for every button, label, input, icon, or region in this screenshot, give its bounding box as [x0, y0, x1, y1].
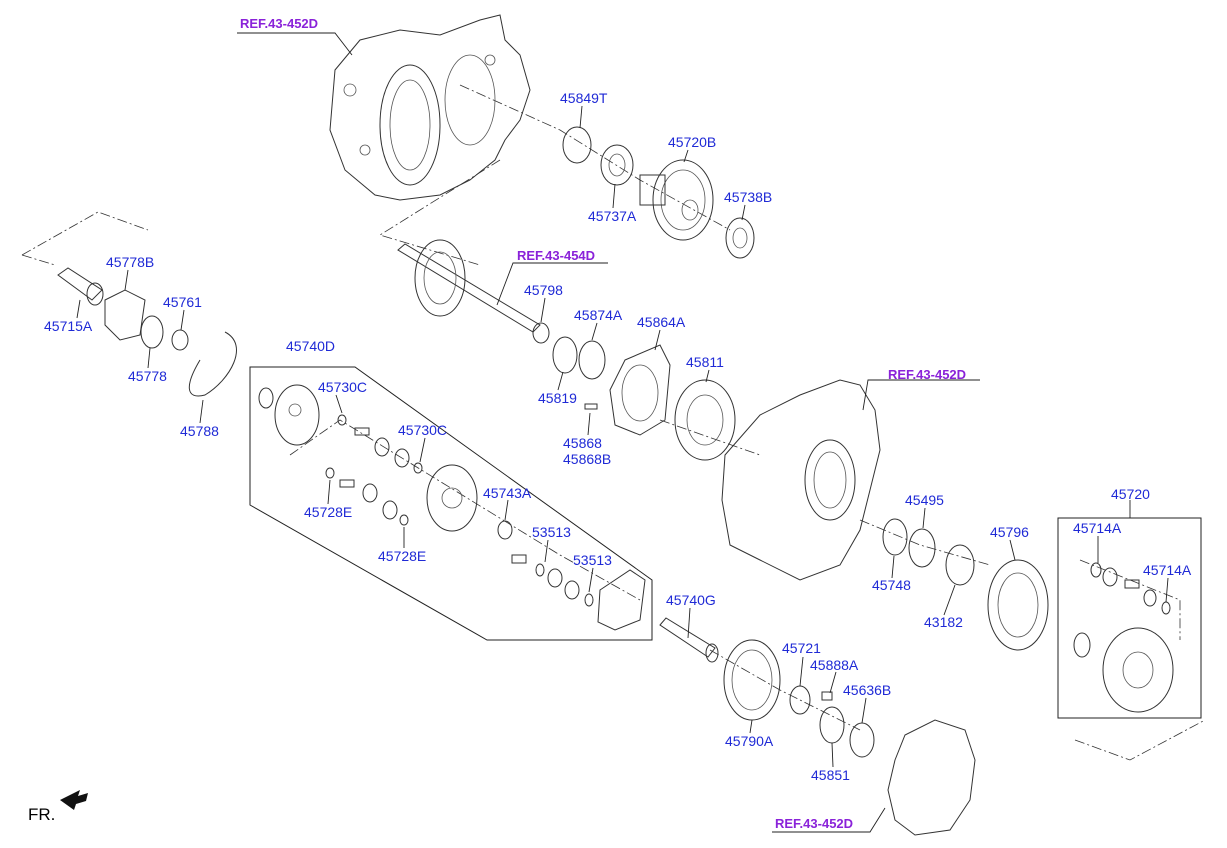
part-label-45811[interactable]: 45811	[686, 354, 724, 370]
transmission-case-right	[721, 379, 881, 581]
part-label-45796[interactable]: 45796	[990, 524, 1029, 540]
assembly-45720	[1073, 562, 1174, 713]
ring-gear-45790a	[723, 639, 781, 721]
ref-link-right[interactable]: REF.43-452D	[888, 367, 967, 382]
part-label-45849t[interactable]: 45849T	[560, 90, 608, 106]
gear-45811	[674, 379, 736, 461]
bearing-45737a	[600, 144, 634, 186]
part-label-45720[interactable]: 45720	[1111, 486, 1150, 502]
main-shaft	[397, 239, 541, 333]
part-label-45778b[interactable]: 45778B	[106, 254, 155, 270]
part-label-45737a[interactable]: 45737A	[588, 208, 637, 224]
part-label-45714a-1[interactable]: 45714A	[1073, 520, 1122, 536]
bolt-45868	[584, 403, 598, 410]
group-box-45720	[1057, 517, 1202, 719]
part-label-45819[interactable]: 45819	[538, 390, 577, 406]
part-label-53513-2[interactable]: 53513	[573, 552, 612, 568]
part-label-45740d[interactable]: 45740D	[286, 338, 336, 354]
bearing-45851	[819, 706, 845, 744]
part-label-45636b[interactable]: 45636B	[843, 682, 892, 698]
part-label-45738b[interactable]: 45738B	[724, 189, 773, 205]
drum-45796	[987, 559, 1049, 651]
part-label-45743a[interactable]: 45743A	[483, 485, 532, 501]
part-label-45728e-1[interactable]: 45728E	[304, 504, 353, 520]
part-label-45714a-2[interactable]: 45714A	[1143, 562, 1192, 578]
part-label-45730c-1[interactable]: 45730C	[318, 379, 368, 395]
part-label-45728e-2[interactable]: 45728E	[378, 548, 427, 564]
part-label-45790a[interactable]: 45790A	[725, 733, 774, 749]
part-label-45720b[interactable]: 45720B	[668, 134, 717, 150]
bearing-45738b	[725, 217, 755, 259]
part-label-45721[interactable]: 45721	[782, 640, 821, 656]
front-arrow-icon	[60, 790, 88, 810]
seal-45495	[908, 528, 936, 568]
front-direction-label: FR.	[28, 805, 56, 824]
washer-45761	[171, 329, 189, 351]
snap-ring-45849t	[562, 126, 592, 164]
shaft-45740g	[659, 617, 719, 663]
cover-bottom	[887, 719, 976, 836]
part-label-45888a[interactable]: 45888A	[810, 657, 859, 673]
part-label-45864a[interactable]: 45864A	[637, 314, 686, 330]
retainer-45778b	[104, 289, 146, 341]
part-label-45495[interactable]: 45495	[905, 492, 944, 508]
bearing-45874a	[578, 340, 606, 380]
part-label-45868[interactable]: 45868	[563, 435, 602, 451]
part-label-45868b[interactable]: 45868B	[563, 451, 612, 467]
part-label-43182[interactable]: 43182	[924, 614, 963, 630]
transmission-case-top	[329, 14, 531, 201]
group-box-45740d	[249, 366, 653, 641]
part-label-45715a[interactable]: 45715A	[44, 318, 93, 334]
part-label-45798[interactable]: 45798	[524, 282, 563, 298]
part-label-45748[interactable]: 45748	[872, 577, 911, 593]
snap-ring-45636b	[849, 722, 875, 758]
alignment-lines	[21, 84, 1206, 761]
bearing-45798	[532, 322, 550, 344]
retainer-45864a	[609, 344, 671, 436]
snap-ring-45788	[188, 331, 237, 397]
part-label-45874a[interactable]: 45874A	[574, 307, 623, 323]
shim-45819	[552, 336, 578, 374]
shaft-45715a	[57, 267, 104, 306]
part-label-45851[interactable]: 45851	[811, 767, 850, 783]
part-label-45778[interactable]: 45778	[128, 368, 167, 384]
ref-link-top[interactable]: REF.43-452D	[240, 16, 319, 31]
sensor-45888a	[821, 691, 833, 701]
part-label-45788[interactable]: 45788	[180, 423, 219, 439]
plate-43182	[945, 544, 975, 586]
part-label-45730c-2[interactable]: 45730C	[398, 422, 448, 438]
part-label-53513-1[interactable]: 53513	[532, 524, 571, 540]
part-label-45740g[interactable]: 45740G	[666, 592, 716, 608]
seal-45748	[882, 518, 908, 556]
washer-45721	[789, 685, 811, 715]
gear-45720b	[639, 159, 714, 241]
part-label-45761[interactable]: 45761	[163, 294, 202, 310]
carrier-group	[258, 384, 646, 631]
ref-link-shaft[interactable]: REF.43-454D	[517, 248, 596, 263]
seal-45778	[140, 315, 164, 349]
leader-lines	[76, 32, 1169, 833]
ref-link-bottom[interactable]: REF.43-452D	[775, 816, 854, 831]
